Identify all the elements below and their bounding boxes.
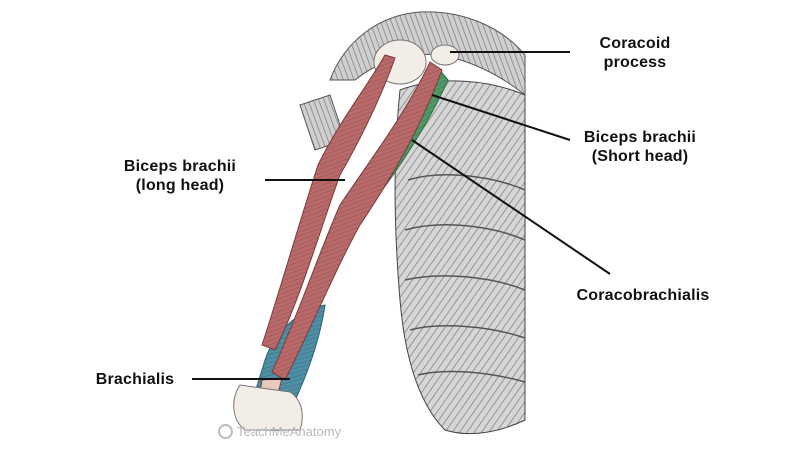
- leader-lines: [192, 51, 611, 380]
- watermark-text: TeachMeAnatomy: [237, 424, 342, 439]
- watermark-logo-icon: [218, 424, 233, 439]
- coracobrachialis-label: Coracobrachialis: [576, 287, 710, 304]
- short-head-label-line1: Biceps brachii: [583, 129, 697, 146]
- brachialis-label: Brachialis: [95, 371, 175, 388]
- elbow-bone: [233, 384, 303, 431]
- coracoid-bone: [430, 44, 460, 66]
- rib-cage: [394, 80, 526, 435]
- coracoid-label-line2: process: [603, 54, 667, 71]
- short-head-label-line2: (Short head): [591, 148, 689, 165]
- watermark: TeachMeAnatomy: [218, 424, 341, 439]
- biceps-long-head-muscle: [261, 54, 396, 351]
- leader-short-head: [431, 94, 571, 141]
- coracoid-label-line1: Coracoid: [599, 35, 671, 52]
- coracoid-process-label: Coracoid process: [575, 34, 695, 72]
- long-head-label-line2: (long head): [135, 177, 225, 194]
- long-head-label-line1: Biceps brachii: [123, 158, 237, 175]
- biceps-long-head-label: Biceps brachii (long head): [95, 157, 265, 195]
- biceps-short-head-label: Biceps brachii (Short head): [555, 128, 725, 166]
- leader-coracobrachialis: [411, 139, 611, 275]
